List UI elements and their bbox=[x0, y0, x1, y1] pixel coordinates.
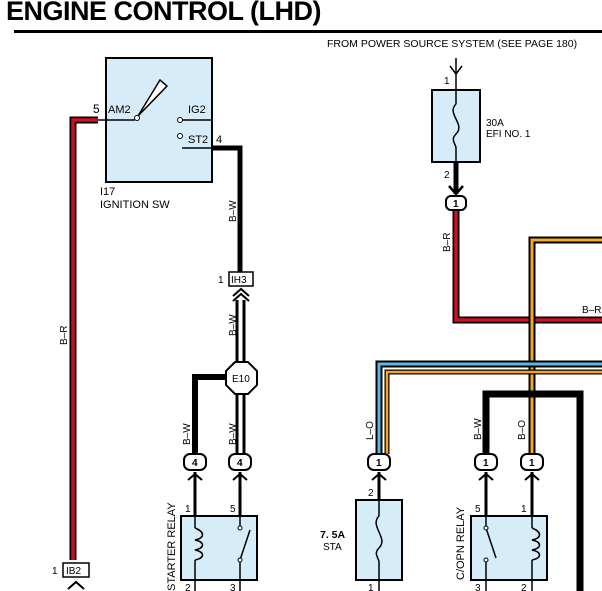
starter-relay-pin-br: 3 bbox=[230, 583, 236, 591]
connector-ib2: IB2 1 bbox=[52, 562, 90, 590]
label-bw-copn: B–W bbox=[473, 418, 484, 440]
connector-starter-1: 4 bbox=[183, 453, 207, 481]
copn-relay-pin-br: 2 bbox=[521, 583, 527, 591]
sta-pin-top: 2 bbox=[368, 488, 374, 499]
sta-fuse: 2 1 7. 5A STA bbox=[320, 488, 403, 591]
starter-relay-name: STARTER RELAY bbox=[166, 502, 178, 591]
ig2-label: IG2 bbox=[188, 104, 206, 116]
ig2-contact bbox=[177, 117, 183, 123]
connector-copn-1: 1 bbox=[520, 453, 544, 481]
connector-copn-1-pin: 1 bbox=[529, 458, 535, 469]
wire-bw-starter5 bbox=[235, 394, 246, 454]
wire-bo-copn-color bbox=[530, 238, 602, 454]
copn-relay: 5 1 3 2 C/OPN RELAY bbox=[455, 504, 548, 591]
wire-bo-copn bbox=[528, 236, 602, 454]
starter-relay-pin-bl: 2 bbox=[185, 583, 191, 591]
label-bw-st2: B–W bbox=[228, 200, 239, 222]
efi-fuse-element bbox=[452, 103, 460, 149]
switch-blade bbox=[137, 78, 169, 117]
wire-lo-sta-orange-color bbox=[385, 370, 602, 454]
wire-bw-copn bbox=[482, 390, 584, 591]
wire-br-efi-color bbox=[454, 210, 602, 322]
starter-relay-switch bbox=[239, 529, 251, 561]
efi-name: EFI NO. 1 bbox=[486, 129, 531, 140]
connector-efi-out: 1 bbox=[445, 195, 467, 211]
wire-lo-sta bbox=[375, 360, 602, 454]
wires bbox=[69, 58, 602, 591]
copn-relay-pin-tl: 5 bbox=[475, 504, 481, 515]
connector-copn-5: 1 bbox=[474, 453, 498, 481]
starter-relay: 1 5 2 3 STARTER RELAY bbox=[166, 502, 258, 591]
starter-relay-coil bbox=[194, 527, 204, 561]
connector-efi-pin: 1 bbox=[453, 199, 459, 210]
connector-ih3-pin: 1 bbox=[218, 275, 224, 286]
efi-pin-top: 1 bbox=[444, 76, 450, 87]
connector-ib2-name: IB2 bbox=[66, 566, 81, 577]
connector-starter-1-pin: 4 bbox=[192, 458, 198, 469]
title-rule bbox=[14, 30, 602, 33]
connector-sta-pin: 1 bbox=[376, 458, 382, 469]
efi-input-arrow bbox=[449, 65, 463, 76]
wire-lo-sta-orange bbox=[384, 369, 602, 454]
efi-rating: 30A bbox=[486, 118, 504, 129]
efi-out-arrow bbox=[448, 185, 464, 196]
wire-bw-st2 bbox=[212, 145, 243, 272]
connector-ih3-name: IH3 bbox=[231, 275, 247, 286]
label-bw-starter5: B–W bbox=[228, 423, 239, 445]
starter-relay-box bbox=[180, 515, 258, 581]
connector-ib2-chevron bbox=[67, 580, 85, 590]
connector-ih3: IH3 1 bbox=[218, 271, 254, 302]
sta-pin-bottom: 1 bbox=[368, 583, 374, 591]
copn-relay-box bbox=[470, 515, 548, 581]
wire-br-left-color bbox=[71, 118, 98, 560]
page-title: ENGINE CONTROL (LHD) bbox=[6, 0, 322, 26]
label-br-right: B–R bbox=[582, 305, 601, 316]
sta-name: STA bbox=[323, 542, 342, 553]
ignition-switch: AM2 IG2 ST2 5 4 I17 IGNITION SW bbox=[93, 57, 222, 211]
wire-br-left bbox=[69, 116, 98, 560]
efi-fuse: 1 30A EFI NO. 1 2 bbox=[431, 65, 531, 196]
connector-e10-name: E10 bbox=[232, 374, 250, 385]
ignition-switch-code: I17 bbox=[100, 186, 115, 198]
am2-contact bbox=[134, 115, 140, 121]
label-bo-copn: B–O bbox=[517, 420, 528, 440]
wire-labels: B–R B–W B–W B–R B–R B–W B–W L–O B–W B–O bbox=[59, 200, 601, 445]
sta-fuse-element bbox=[375, 515, 383, 563]
copn-relay-pin-tr: 1 bbox=[521, 504, 527, 515]
wire-bw-ih3 bbox=[235, 300, 246, 362]
label-br-efi: B–R bbox=[442, 233, 453, 252]
sta-rating: 7. 5A bbox=[320, 529, 346, 541]
label-lo-sta: L–O bbox=[365, 421, 376, 440]
source-note: FROM POWER SOURCE SYSTEM (SEE PAGE 180) bbox=[327, 38, 577, 50]
connector-sta: 1 bbox=[367, 453, 391, 481]
connector-ih3-chevron bbox=[232, 287, 250, 302]
st2-contact bbox=[177, 133, 183, 139]
st2-label: ST2 bbox=[188, 134, 208, 146]
efi-pin-bottom: 2 bbox=[444, 170, 450, 181]
copn-relay-pin-bl: 3 bbox=[475, 583, 481, 591]
copn-relay-name: C/OPN RELAY bbox=[455, 506, 467, 580]
label-br-left: B–R bbox=[59, 326, 70, 345]
copn-relay-switch bbox=[485, 527, 497, 559]
label-bw-ih3: B–W bbox=[228, 314, 239, 336]
wire-lo-sta-color bbox=[377, 362, 602, 454]
label-bw-starter1: B–W bbox=[182, 423, 193, 445]
st2-pin: 4 bbox=[216, 134, 222, 146]
wire-bw-starter1 bbox=[192, 374, 227, 454]
am2-pin: 5 bbox=[93, 102, 100, 116]
ignition-switch-name: IGNITION SW bbox=[100, 199, 170, 211]
connector-e10: E10 bbox=[225, 361, 258, 395]
connector-starter-5-pin: 4 bbox=[237, 458, 243, 469]
connector-ib2-pin: 1 bbox=[52, 566, 58, 577]
starter-relay-pin-tr: 5 bbox=[230, 504, 236, 515]
connector-starter-5: 4 bbox=[228, 453, 252, 481]
starter-relay-pin-tl: 1 bbox=[185, 504, 191, 515]
am2-label: AM2 bbox=[108, 104, 131, 116]
connector-copn-5-pin: 1 bbox=[483, 458, 489, 469]
copn-relay-coil bbox=[531, 527, 541, 561]
